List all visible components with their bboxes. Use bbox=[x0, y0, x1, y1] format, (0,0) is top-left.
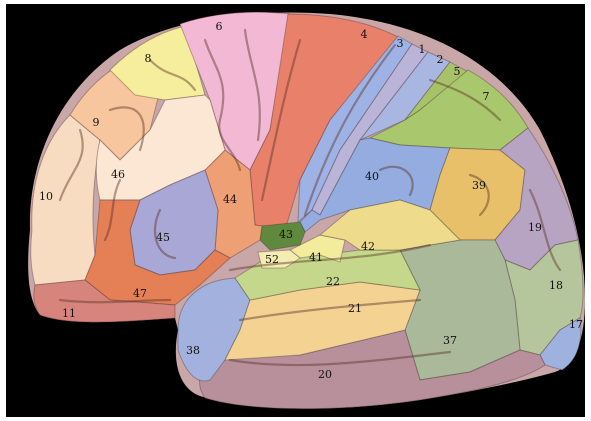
label-area-1: 1 bbox=[419, 43, 426, 56]
label-area-37: 37 bbox=[443, 334, 457, 347]
label-area-11: 11 bbox=[62, 307, 76, 320]
label-area-5: 5 bbox=[454, 65, 461, 78]
label-area-44: 44 bbox=[223, 193, 237, 206]
label-area-40: 40 bbox=[365, 170, 379, 183]
label-area-22: 22 bbox=[326, 275, 340, 288]
label-area-10: 10 bbox=[39, 190, 53, 203]
label-area-7: 7 bbox=[483, 90, 490, 103]
label-area-46: 46 bbox=[111, 168, 125, 181]
label-area-2: 2 bbox=[437, 53, 444, 66]
label-area-20: 20 bbox=[318, 368, 332, 381]
label-area-8: 8 bbox=[145, 52, 152, 65]
label-area-19: 19 bbox=[528, 221, 542, 234]
label-area-17: 17 bbox=[569, 318, 583, 331]
label-area-43: 43 bbox=[279, 228, 293, 241]
label-area-3: 3 bbox=[397, 37, 404, 50]
label-area-18: 18 bbox=[549, 279, 563, 292]
label-area-21: 21 bbox=[348, 302, 362, 315]
label-area-41: 41 bbox=[309, 251, 323, 264]
label-area-39: 39 bbox=[472, 179, 486, 192]
label-area-9: 9 bbox=[93, 116, 100, 129]
label-area-45: 45 bbox=[156, 231, 170, 244]
label-area-42: 42 bbox=[361, 240, 375, 253]
label-area-6: 6 bbox=[216, 20, 223, 33]
label-area-52: 52 bbox=[265, 253, 279, 266]
label-area-47: 47 bbox=[133, 287, 147, 300]
label-area-38: 38 bbox=[186, 344, 200, 357]
label-area-4: 4 bbox=[361, 28, 368, 41]
